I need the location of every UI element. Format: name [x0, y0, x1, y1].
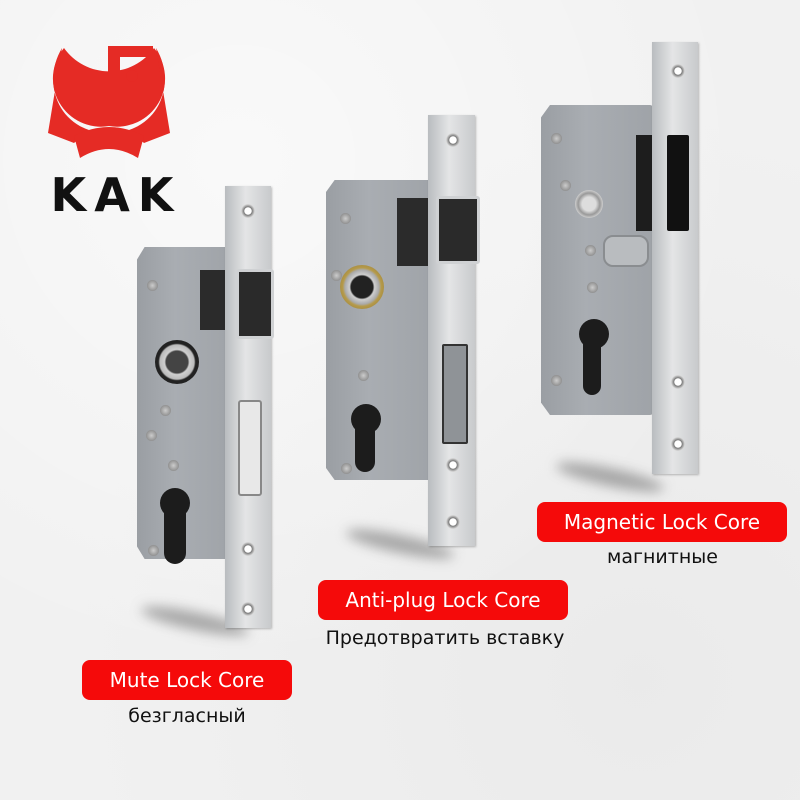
latch-bolt — [436, 196, 480, 264]
spindle-icon — [575, 190, 603, 218]
magnetic-lock-badge: Magnetic Lock Core — [537, 502, 787, 542]
spindle-icon — [155, 340, 199, 384]
deadbolt — [238, 400, 262, 496]
kak-logo-icon — [48, 46, 170, 158]
faceplate — [652, 42, 698, 474]
anti-plug-lock-badge: Anti-plug Lock Core — [318, 580, 568, 620]
mute-lock-badge: Mute Lock Core — [82, 660, 292, 700]
brand-logo: KAK — [28, 18, 178, 228]
cylinder-hole — [579, 319, 609, 395]
cylinder-hole — [351, 404, 381, 472]
spindle-icon — [340, 265, 384, 309]
magnetic-latch — [667, 135, 689, 231]
latch-bolt — [236, 269, 274, 339]
brand-name: KAK — [50, 168, 182, 222]
cylinder-hole — [160, 488, 190, 564]
mute-lock-subtitle: безгласный — [128, 705, 246, 727]
magnetic-lock-subtitle: магнитные — [607, 546, 718, 568]
strike-plate — [442, 344, 468, 444]
anti-plug-lock-subtitle: Предотвратить вставку — [325, 627, 565, 649]
faceplate — [428, 115, 475, 546]
